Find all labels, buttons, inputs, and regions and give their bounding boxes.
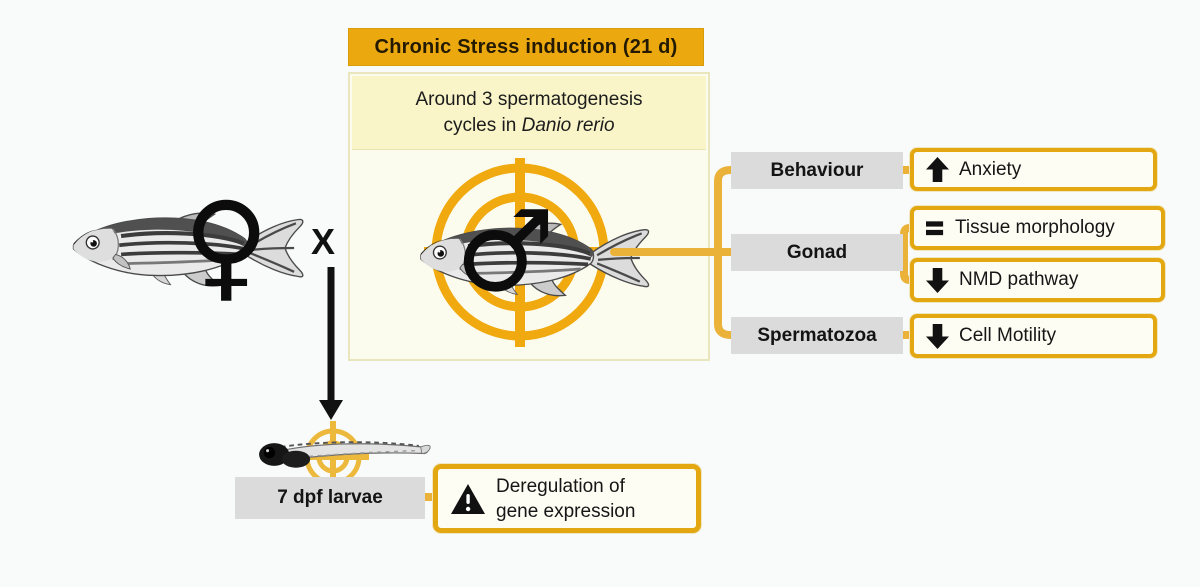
category-behaviour-label: Behaviour <box>770 159 864 181</box>
cross-mating-label: X <box>311 221 336 262</box>
warning-icon <box>450 483 486 515</box>
outcome-nmd-pathway: NMD pathway <box>910 258 1165 302</box>
up-arrow-icon <box>926 157 949 182</box>
larvae-label: 7 dpf larvae <box>277 487 383 508</box>
outcome-anxiety-label: Anxiety <box>959 158 1022 180</box>
category-spermatozoa-label: Spermatozoa <box>757 324 877 346</box>
header-title: Chronic Stress induction (21 d) <box>374 35 678 58</box>
induction-line1: Around 3 spermatogenesis <box>415 88 643 110</box>
category-gonad: Gonad <box>731 234 903 271</box>
outcome-deregulation-label: Deregulation of gene expression <box>496 475 636 522</box>
category-gonad-label: Gonad <box>786 241 848 263</box>
male-symbol: ♂ <box>455 187 556 317</box>
larva-zebrafish <box>259 441 431 468</box>
down-arrow-icon <box>926 323 949 349</box>
induction-info-box: Around 3 spermatogenesis cycles in Danio… <box>352 76 706 150</box>
down-arrow-to-larvae <box>319 267 343 420</box>
outcome-deregulation: Deregulation of gene expression <box>433 464 701 533</box>
female-symbol: ♀ <box>183 176 270 314</box>
category-behaviour: Behaviour <box>731 152 903 189</box>
category-spermatozoa: Spermatozoa <box>731 317 903 354</box>
species-name: Danio rerio <box>521 114 615 136</box>
outcome-cell-motility: Cell Motility <box>910 314 1157 358</box>
outcome-cell-motility-label: Cell Motility <box>959 325 1057 346</box>
induction-line2: cycles in Danio rerio <box>443 114 615 136</box>
outcome-tissue-morphology-label: Tissue morphology <box>955 217 1115 238</box>
outcome-anxiety: Anxiety <box>910 148 1157 191</box>
header-chronic-stress: Chronic Stress induction (21 d) <box>348 28 704 66</box>
equals-icon <box>926 216 945 240</box>
outcome-tissue-morphology: Tissue morphology <box>910 206 1165 250</box>
larvae-label-box: 7 dpf larvae <box>235 477 425 519</box>
down-arrow-icon <box>926 267 949 293</box>
outcome-nmd-pathway-label: NMD pathway <box>959 269 1079 290</box>
stress-container-box: Around 3 spermatogenesis cycles in Danio… <box>348 72 710 361</box>
female-zebrafish <box>72 212 304 287</box>
